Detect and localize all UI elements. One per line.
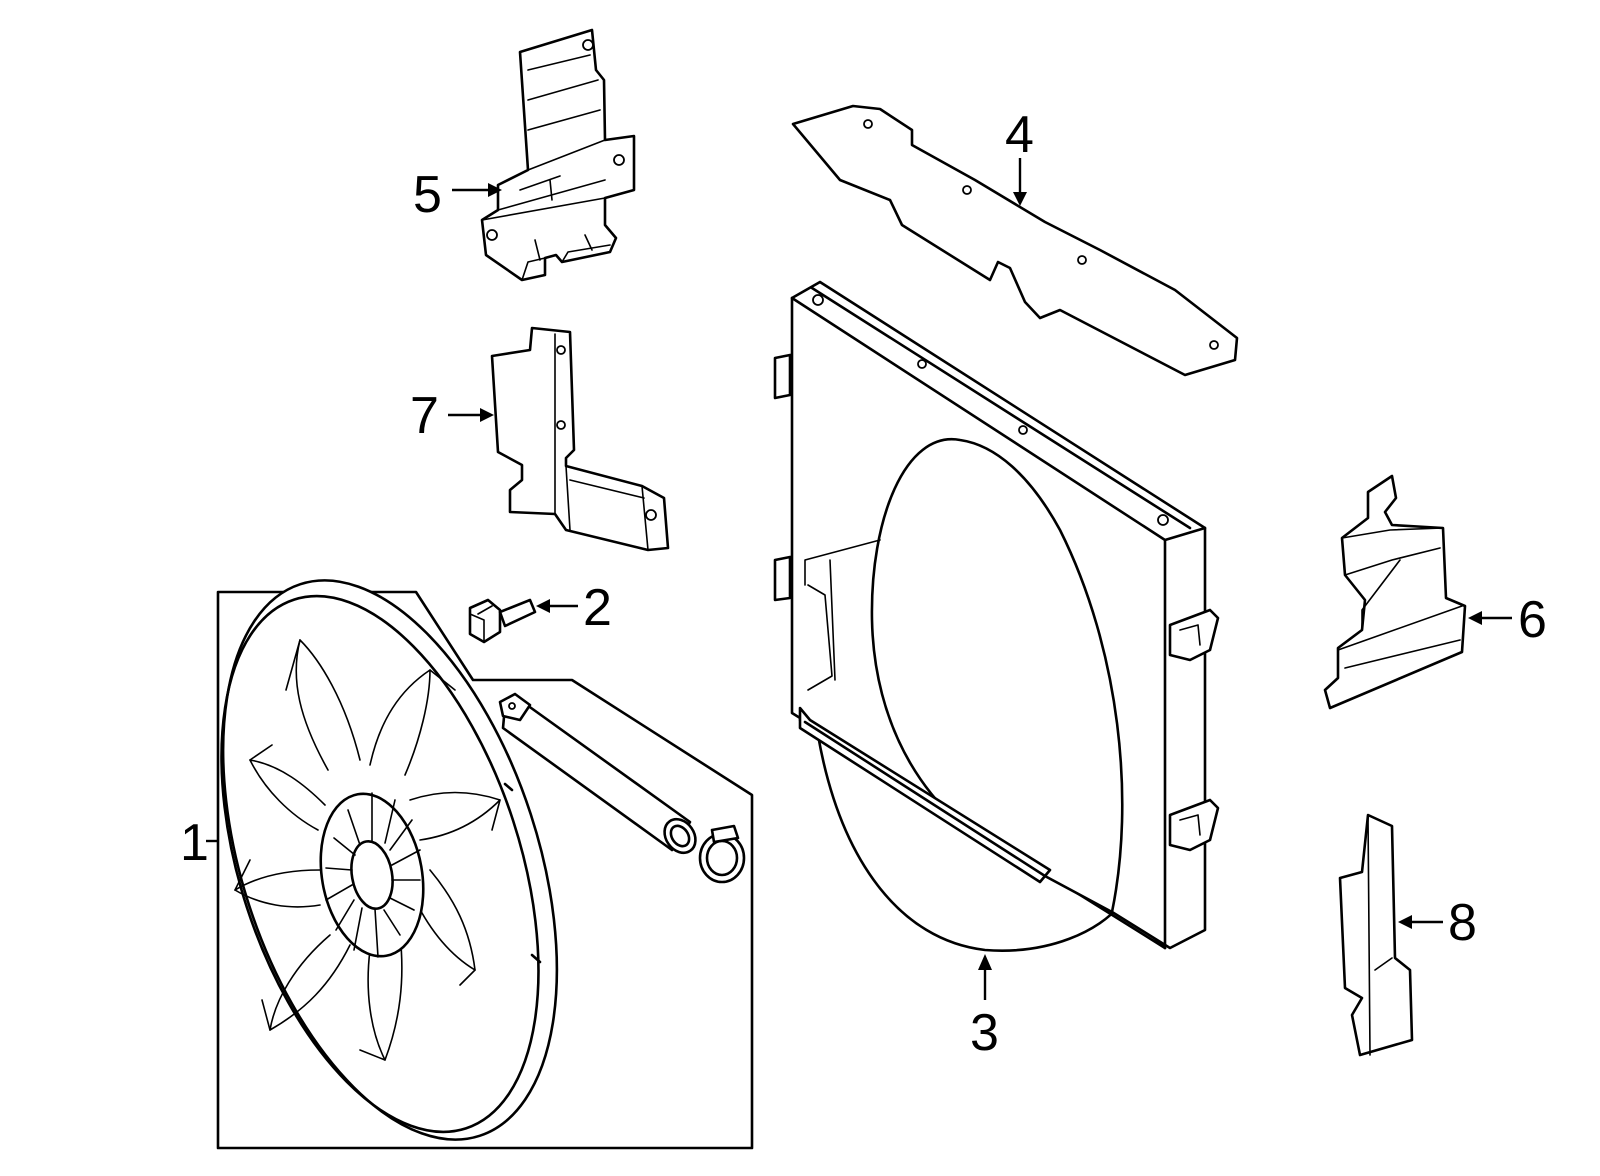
callout-8: 8: [1398, 894, 1477, 952]
callout-5: 5: [413, 166, 502, 224]
callout-3-label: 3: [970, 1004, 999, 1062]
callout-7-label: 7: [410, 387, 439, 445]
fan-blades: [234, 639, 501, 1061]
part-3-shroud: [773, 280, 1220, 952]
motor-tube: [498, 692, 697, 855]
callout-8-label: 8: [1448, 894, 1477, 952]
callout-7: 7: [410, 387, 494, 445]
part-4-seal: [791, 104, 1239, 377]
fan-ring-inner: [220, 594, 540, 1134]
part-2-bolt: [468, 598, 537, 644]
callout-1-label: 1: [180, 814, 209, 872]
callout-4-label: 4: [1005, 106, 1034, 164]
callout-5-label: 5: [413, 166, 442, 224]
callout-4: 4: [1005, 106, 1034, 206]
inset-box-outline: [216, 590, 754, 1150]
callout-6-label: 6: [1518, 591, 1547, 649]
callout-3: 3: [970, 954, 999, 1062]
fan-hub-ribs: [325, 792, 421, 958]
hose-clamp: [698, 824, 746, 884]
callout-6: 6: [1468, 591, 1547, 649]
fan-hub-inner: [350, 840, 394, 910]
callout-1: 1: [180, 814, 218, 872]
fan-motor-tab: [503, 782, 542, 964]
callout-2: 2: [536, 579, 612, 637]
part-8-seal: [1338, 813, 1414, 1057]
callout-2-label: 2: [583, 579, 612, 637]
part-5-deflector: [480, 28, 636, 282]
part-7-bracket: [490, 326, 670, 552]
part-6-deflector: [1323, 474, 1467, 710]
part-1-fan-assembly: [216, 579, 754, 1150]
